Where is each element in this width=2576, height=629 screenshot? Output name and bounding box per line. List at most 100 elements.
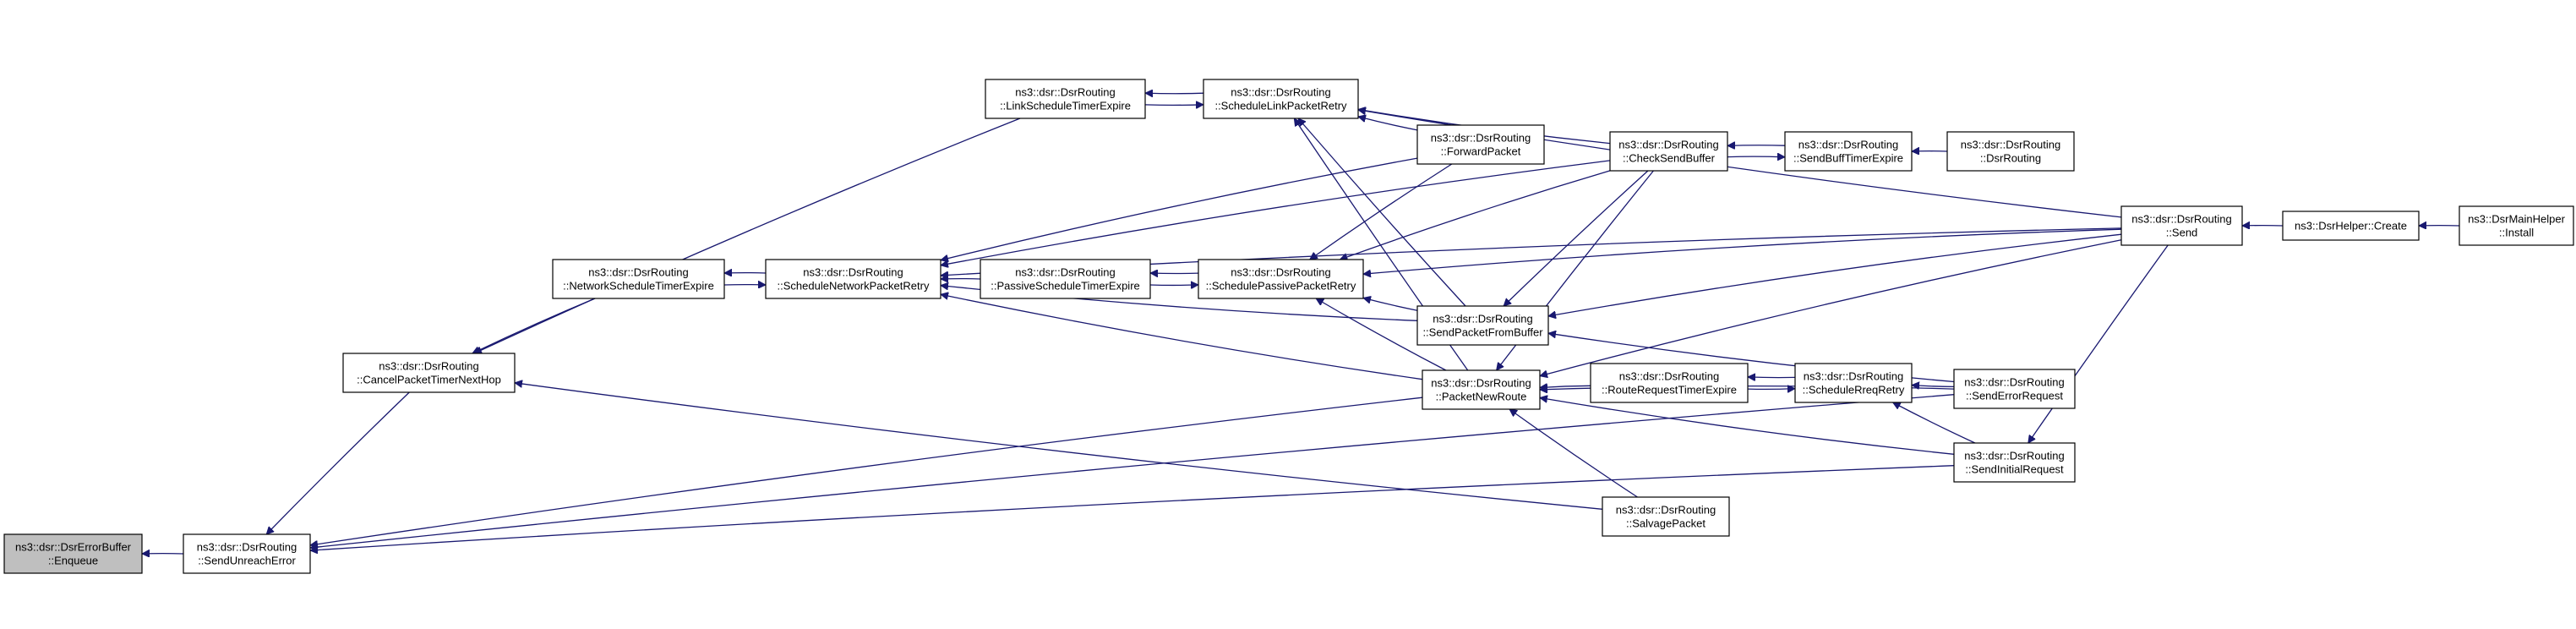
node-label: ns3::dsr::DsrRouting — [197, 541, 297, 554]
nodes-layer: ns3::dsr::DsrErrorBuffer::Enqueue ns3::ds… — [3, 79, 2574, 574]
node-box[interactable] — [1794, 363, 1913, 403]
node-box[interactable] — [1602, 496, 1730, 537]
edge-send-to-schedule_passive_retry — [1363, 228, 2122, 274]
node-label: ns3::dsr::DsrRouting — [1961, 139, 2061, 151]
node-label: ns3::dsr::DsrRouting — [1231, 86, 1331, 99]
node-label: ns3::dsr::DsrRouting — [1015, 266, 1116, 279]
node-network_schedule_timer[interactable]: ns3::dsr::DsrRouting::NetworkScheduleTim… — [552, 259, 725, 299]
node-box[interactable] — [1198, 259, 1364, 299]
node-label: ns3::dsr::DsrRouting — [1015, 86, 1116, 99]
node-box[interactable] — [342, 353, 516, 393]
edge-send_initial_request-to-schedule_rreq_retry — [1893, 402, 1976, 444]
node-box[interactable] — [985, 79, 1146, 119]
edge-cancel_packet_timer-to-send_unreach_error — [266, 391, 410, 534]
node-box[interactable] — [183, 533, 311, 574]
edge-packet_new_route-to-send_unreach_error — [310, 397, 1423, 545]
node-box[interactable] — [1416, 124, 1545, 165]
node-box[interactable] — [552, 259, 725, 299]
node-label: ::SchedulePassivePacketRetry — [1206, 280, 1356, 293]
node-label: ns3::dsr::DsrRouting — [1964, 450, 2065, 462]
node-label: ::DsrRouting — [1980, 152, 2041, 165]
edge-salvage_packet-to-packet_new_route — [1509, 409, 1638, 498]
edge-packet_new_route-to-schedule_passive_retry — [1316, 298, 1447, 371]
node-box[interactable] — [2282, 211, 2420, 241]
node-send_initial_request[interactable]: ns3::dsr::DsrRouting::SendInitialRequest — [1953, 442, 2076, 483]
node-box[interactable] — [1946, 131, 2075, 172]
node-box[interactable] — [1953, 369, 2076, 409]
node-label: ::ScheduleNetworkPacketRetry — [778, 280, 930, 293]
edges-layer — [142, 93, 2460, 554]
node-schedule_rreq_retry[interactable]: ns3::dsr::DsrRouting::ScheduleRreqRetry — [1794, 363, 1913, 403]
node-label: ::ScheduleRreqRetry — [1803, 384, 1905, 397]
node-label: ::SendUnreachError — [198, 555, 296, 567]
edge-send_error_request-to-schedule_rreq_retry — [1912, 386, 1955, 387]
node-label: ns3::dsr::DsrRouting — [803, 266, 903, 279]
node-link_schedule_timer[interactable]: ns3::dsr::DsrRouting::LinkScheduleTimerE… — [985, 79, 1146, 119]
node-label: ns3::dsr::DsrRouting — [588, 266, 689, 279]
node-label: ns3::dsr::DsrRouting — [1433, 313, 1533, 325]
node-box[interactable] — [1590, 363, 1749, 403]
node-box[interactable] — [3, 533, 143, 574]
node-label: ::ForwardPacket — [1441, 145, 1521, 158]
edge-check_send_buffer-to-schedule_network_retry — [941, 160, 1611, 265]
node-send_unreach_error[interactable]: ns3::dsr::DsrRouting::SendUnreachError — [183, 533, 311, 574]
node-box[interactable] — [1784, 131, 1913, 172]
edge-send-to-send_initial_request — [2028, 244, 2169, 443]
edge-send-to-send_packet_from_buffer — [1548, 233, 2122, 316]
node-label: ns3::dsr::DsrRouting — [1431, 132, 1531, 145]
node-main_helper_install[interactable]: ns3::DsrMainHelper::Install — [2459, 205, 2574, 246]
edge-route_request_timer-to-schedule_rreq_retry — [1747, 389, 1795, 390]
node-schedule_network_retry[interactable]: ns3::dsr::DsrRouting::ScheduleNetworkPac… — [765, 259, 941, 299]
edge-forward_packet-to-schedule_link_retry — [1358, 117, 1418, 131]
node-label: ns3::dsr::DsrRouting — [1231, 266, 1331, 279]
node-packet_new_route[interactable]: ns3::dsr::DsrRouting::PacketNewRoute — [1422, 369, 1541, 410]
node-label: ns3::dsr::DsrRouting — [2131, 213, 2232, 226]
node-label: ::Enqueue — [48, 555, 98, 567]
node-box[interactable] — [2459, 205, 2574, 246]
node-enqueue[interactable]: ns3::dsr::DsrErrorBuffer::Enqueue — [3, 533, 143, 574]
node-helper_create[interactable]: ns3::DsrHelper::Create — [2282, 211, 2420, 241]
edge-send_initial_request-to-packet_new_route — [1540, 398, 1955, 455]
edge-send_packet_from_buffer-to-schedule_link_retry — [1298, 118, 1466, 307]
node-label: ns3::dsr::DsrRouting — [1618, 139, 1719, 151]
edge-send_packet_from_buffer-to-schedule_passive_retry — [1363, 298, 1418, 311]
node-label: ns3::dsr::DsrRouting — [1619, 370, 1720, 383]
node-box[interactable] — [1422, 369, 1541, 410]
node-forward_packet[interactable]: ns3::dsr::DsrRouting::ForwardPacket — [1416, 124, 1545, 165]
edge-send-to-packet_new_route — [1540, 239, 2122, 376]
node-send_error_request[interactable]: ns3::dsr::DsrRouting::SendErrorRequest — [1953, 369, 2076, 409]
node-send[interactable]: ns3::dsr::DsrRouting::Send — [2120, 205, 2243, 246]
node-label: ::RouteRequestTimerExpire — [1602, 384, 1737, 397]
node-box[interactable] — [1416, 305, 1549, 346]
node-send_buff_timer[interactable]: ns3::dsr::DsrRouting::SendBuffTimerExpir… — [1784, 131, 1913, 172]
node-label: ::ScheduleLinkPacketRetry — [1214, 100, 1347, 112]
node-label: ns3::dsr::DsrRouting — [379, 360, 479, 373]
node-schedule_link_retry[interactable]: ns3::dsr::DsrRouting::ScheduleLinkPacket… — [1203, 79, 1359, 119]
node-box[interactable] — [1609, 131, 1728, 172]
node-send_packet_from_buffer[interactable]: ns3::dsr::DsrRouting::SendPacketFromBuff… — [1416, 305, 1549, 346]
node-box[interactable] — [1953, 442, 2076, 483]
node-route_request_timer[interactable]: ns3::dsr::DsrRouting::RouteRequestTimerE… — [1590, 363, 1749, 403]
edge-route_request_timer-to-packet_new_route — [1540, 386, 1591, 387]
edge-send_buff_timer-to-check_send_buffer — [1727, 145, 1786, 146]
node-label: ::SendBuffTimerExpire — [1793, 152, 1903, 165]
node-box[interactable] — [2120, 205, 2243, 246]
node-box[interactable] — [1203, 79, 1359, 119]
node-passive_schedule_timer[interactable]: ns3::dsr::DsrRouting::PassiveScheduleTim… — [980, 259, 1151, 299]
edge-schedule_rreq_retry-to-route_request_timer — [1748, 377, 1796, 378]
node-salvage_packet[interactable]: ns3::dsr::DsrRouting::SalvagePacket — [1602, 496, 1730, 537]
node-schedule_passive_retry[interactable]: ns3::dsr::DsrRouting::SchedulePassivePac… — [1198, 259, 1364, 299]
edge-check_send_buffer-to-send_buff_timer — [1727, 156, 1785, 157]
node-label: ::Install — [2499, 227, 2534, 239]
edge-check_send_buffer-to-send_packet_from_buffer — [1504, 170, 1649, 306]
node-box[interactable] — [980, 259, 1151, 299]
node-label: ::CancelPacketTimerNextHop — [357, 374, 501, 386]
node-cancel_packet_timer[interactable]: ns3::dsr::DsrRouting::CancelPacketTimerN… — [342, 353, 516, 393]
node-dsr_routing_ctor[interactable]: ns3::dsr::DsrRouting::DsrRouting — [1946, 131, 2075, 172]
edge-salvage_packet-to-cancel_packet_timer — [515, 383, 1603, 510]
node-label: ns3::DsrMainHelper — [2468, 213, 2566, 226]
node-label: ns3::dsr::DsrRouting — [1798, 139, 1899, 151]
node-check_send_buffer[interactable]: ns3::dsr::DsrRouting::CheckSendBuffer — [1609, 131, 1728, 172]
node-box[interactable] — [765, 259, 941, 299]
